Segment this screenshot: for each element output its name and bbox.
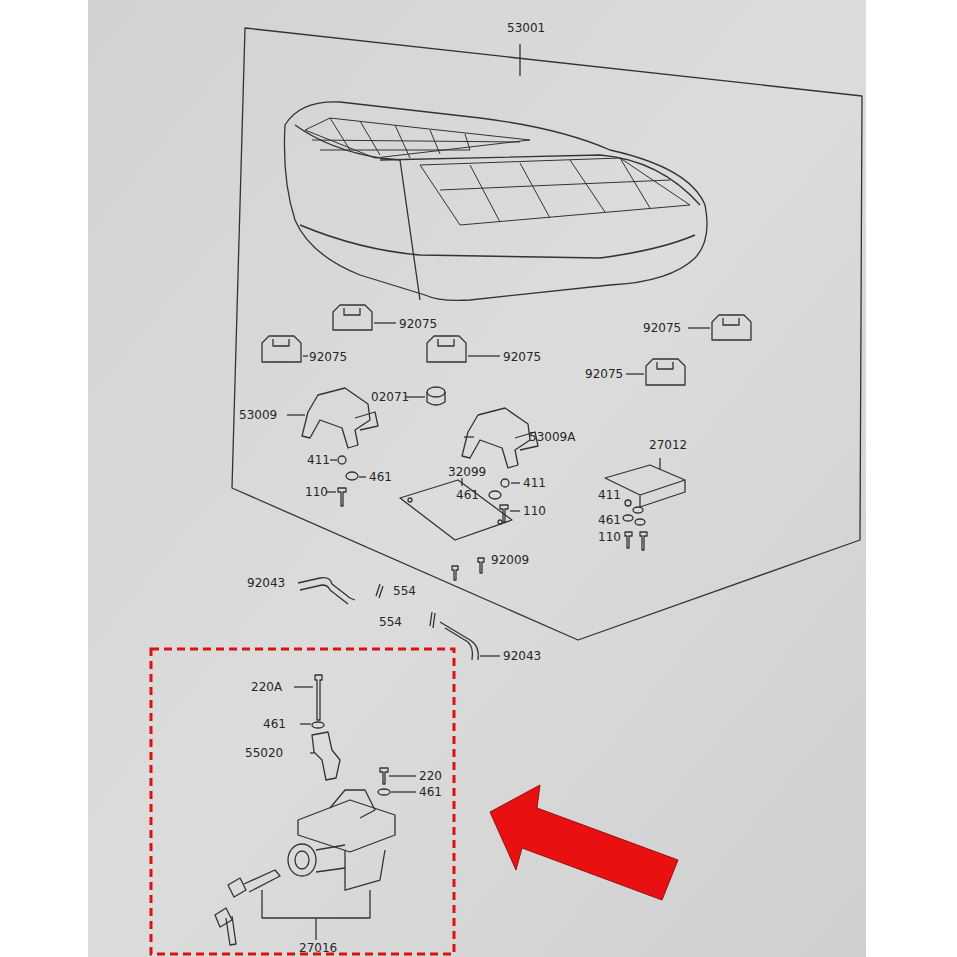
paper-scan (88, 0, 866, 957)
callout-number: 461 (455, 488, 480, 502)
callout-number: 110 (304, 485, 329, 499)
callout-number: 554 (378, 615, 403, 629)
callout-number: 92075 (502, 350, 542, 364)
callout-number: 461 (597, 513, 622, 527)
callout-number: 461 (262, 717, 287, 731)
drawing-lines (215, 28, 862, 945)
callout-number: 02071 (370, 390, 410, 404)
callout-number: 411 (306, 453, 331, 467)
callout-number: 53009A (528, 430, 576, 444)
callout-number: 110 (597, 530, 622, 544)
callout-number: 110 (522, 504, 547, 518)
callout-number: 220 (418, 769, 443, 783)
callout-number: 92043 (246, 576, 286, 590)
callout-number: 92075 (584, 367, 624, 381)
callout-number: 92075 (642, 321, 682, 335)
pointer-arrow (490, 785, 678, 900)
highlight-box (151, 649, 454, 954)
callout-number: 92009 (490, 553, 530, 567)
callout-number: 53009 (238, 408, 278, 422)
callout-number: 461 (418, 785, 443, 799)
callout-number: 461 (368, 470, 393, 484)
callout-number: 92043 (502, 649, 542, 663)
callout-number: 32099 (447, 465, 487, 479)
callout-number: 554 (392, 584, 417, 598)
callout-number: 53001 (506, 21, 546, 35)
callout-number: 27016 (298, 941, 338, 955)
callout-number: 411 (522, 476, 547, 490)
callout-number: 92075 (398, 317, 438, 331)
callout-number: 92075 (308, 350, 348, 364)
callout-number: 27012 (648, 438, 688, 452)
callout-number: 55020 (244, 746, 284, 760)
callout-number: 411 (597, 488, 622, 502)
callout-number: 220A (250, 680, 283, 694)
